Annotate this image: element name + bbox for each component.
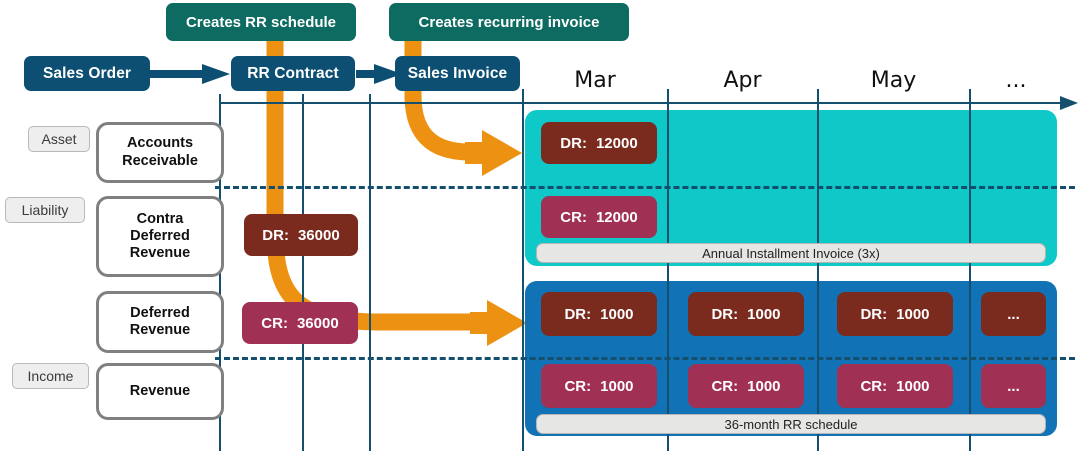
category-tag-income: Income <box>12 363 89 389</box>
invoice-debit-amount: 12000 <box>595 134 638 152</box>
month-label-may-text: May <box>870 68 917 93</box>
schedule-credit-pill-apr[interactable]: CR: 1000 <box>688 364 804 408</box>
column-line-apr <box>667 94 669 451</box>
node-rr-contract[interactable]: RR Contract <box>231 56 355 91</box>
invoice-credit-amount: 12000 <box>595 208 638 226</box>
timeline-axis-arrowhead <box>1060 96 1078 110</box>
schedule-credit-more-amount: ... <box>1007 377 1020 395</box>
category-tag-asset: Asset <box>28 126 90 152</box>
rr-schedule-note-label: 36-month RR schedule <box>724 416 858 432</box>
account-box-contra-deferred-revenue[interactable]: Contra Deferred Revenue <box>96 196 224 277</box>
callout-creates-recurring-invoice-label: Creates recurring invoice <box>418 13 600 31</box>
invoice-credit-pill[interactable]: CR: 12000 <box>541 196 657 238</box>
schedule-debit-pill-apr[interactable]: DR: 1000 <box>688 292 804 336</box>
recurring-invoice-arrow-path <box>404 30 487 161</box>
callout-creates-rr-schedule-label: Creates RR schedule <box>185 13 337 31</box>
node-sales-order[interactable]: Sales Order <box>24 56 150 91</box>
schedule-debit-may-amount: 1000 <box>896 305 930 323</box>
annual-installment-note-label: Annual Installment Invoice (3x) <box>702 245 880 261</box>
node-sales-invoice-label: Sales Invoice <box>407 64 508 82</box>
schedule-debit-may-label: DR: <box>860 305 888 323</box>
schedule-debit-more-amount: ... <box>1007 305 1020 323</box>
schedule-credit-mar-label: CR: <box>564 377 592 395</box>
rr-schedule-note: 36-month RR schedule <box>536 414 1046 434</box>
column-line-invoice-left <box>369 94 371 451</box>
schedule-debit-apr-label: DR: <box>711 305 739 323</box>
callout-creates-rr-schedule: Creates RR schedule <box>166 3 356 41</box>
month-label-may: May <box>818 68 969 93</box>
schedule-debit-pill-mar[interactable]: DR: 1000 <box>541 292 657 336</box>
column-line-may <box>817 94 819 451</box>
contract-credit-label: CR: <box>261 314 288 332</box>
schedule-credit-may-label: CR: <box>860 377 888 395</box>
schedule-debit-mar-amount: 1000 <box>600 305 634 323</box>
account-box-deferred-revenue-label: Deferred Revenue <box>129 304 191 338</box>
category-tag-income-label: Income <box>27 368 74 384</box>
schedule-credit-pill-may[interactable]: CR: 1000 <box>837 364 953 408</box>
node-rr-contract-label: RR Contract <box>247 64 339 82</box>
account-box-revenue-label: Revenue <box>129 382 191 399</box>
account-box-accounts-receivable[interactable]: Accounts Receivable <box>96 122 224 183</box>
month-label-mar: Mar <box>523 68 667 93</box>
account-box-contra-deferred-revenue-label: Contra Deferred Revenue <box>129 210 191 262</box>
timeline-axis <box>219 102 1065 104</box>
invoice-credit-label: CR: <box>560 208 587 226</box>
node-sales-invoice[interactable]: Sales Invoice <box>395 56 520 91</box>
schedule-credit-mar-amount: 1000 <box>600 377 634 395</box>
month-label-more-text: ... <box>1005 68 1027 93</box>
month-label-more: ... <box>970 68 1062 93</box>
contract-debit-pill[interactable]: DR: 36000 <box>244 214 358 256</box>
annual-installment-note: Annual Installment Invoice (3x) <box>536 243 1046 263</box>
schedule-credit-apr-label: CR: <box>711 377 739 395</box>
schedule-debit-apr-amount: 1000 <box>747 305 781 323</box>
contract-credit-pill[interactable]: CR: 36000 <box>242 302 358 344</box>
contract-debit-amount: 36000 <box>297 226 340 244</box>
month-label-apr-text: Apr <box>723 68 762 93</box>
column-line-mar <box>522 94 524 451</box>
arrow-sales-order-to-rr-contract <box>150 64 230 84</box>
callout-creates-recurring-invoice: Creates recurring invoice <box>389 3 629 41</box>
column-line-more <box>969 94 971 451</box>
account-box-revenue[interactable]: Revenue <box>96 363 224 420</box>
month-label-apr: Apr <box>668 68 817 93</box>
contract-debit-label: DR: <box>262 226 289 244</box>
category-tag-asset-label: Asset <box>41 131 77 147</box>
dashed-separator-liability-income <box>215 357 1075 360</box>
category-tag-liability-label: Liability <box>21 202 69 218</box>
node-sales-order-label: Sales Order <box>42 64 132 82</box>
account-box-accounts-receivable-label: Accounts Receivable <box>122 135 198 169</box>
schedule-credit-pill-mar[interactable]: CR: 1000 <box>541 364 657 408</box>
schedule-credit-pill-more[interactable]: ... <box>981 364 1046 408</box>
invoice-debit-label: DR: <box>560 134 587 152</box>
category-tag-liability: Liability <box>5 197 85 223</box>
month-label-mar-text: Mar <box>574 68 616 93</box>
contract-credit-amount: 36000 <box>296 314 339 332</box>
schedule-debit-mar-label: DR: <box>564 305 592 323</box>
recurring-invoice-arrow-head <box>465 130 522 176</box>
arrow-rr-contract-to-sales-invoice <box>356 64 402 84</box>
rr-schedule-arrow-head <box>470 300 527 346</box>
invoice-debit-pill[interactable]: DR: 12000 <box>541 122 657 164</box>
schedule-credit-may-amount: 1000 <box>896 377 930 395</box>
dashed-separator-asset-liability <box>215 186 1075 189</box>
schedule-debit-pill-may[interactable]: DR: 1000 <box>837 292 953 336</box>
column-line-contract-right <box>302 94 304 451</box>
account-box-deferred-revenue[interactable]: Deferred Revenue <box>96 291 224 353</box>
schedule-debit-pill-more[interactable]: ... <box>981 292 1046 336</box>
schedule-credit-apr-amount: 1000 <box>747 377 781 395</box>
